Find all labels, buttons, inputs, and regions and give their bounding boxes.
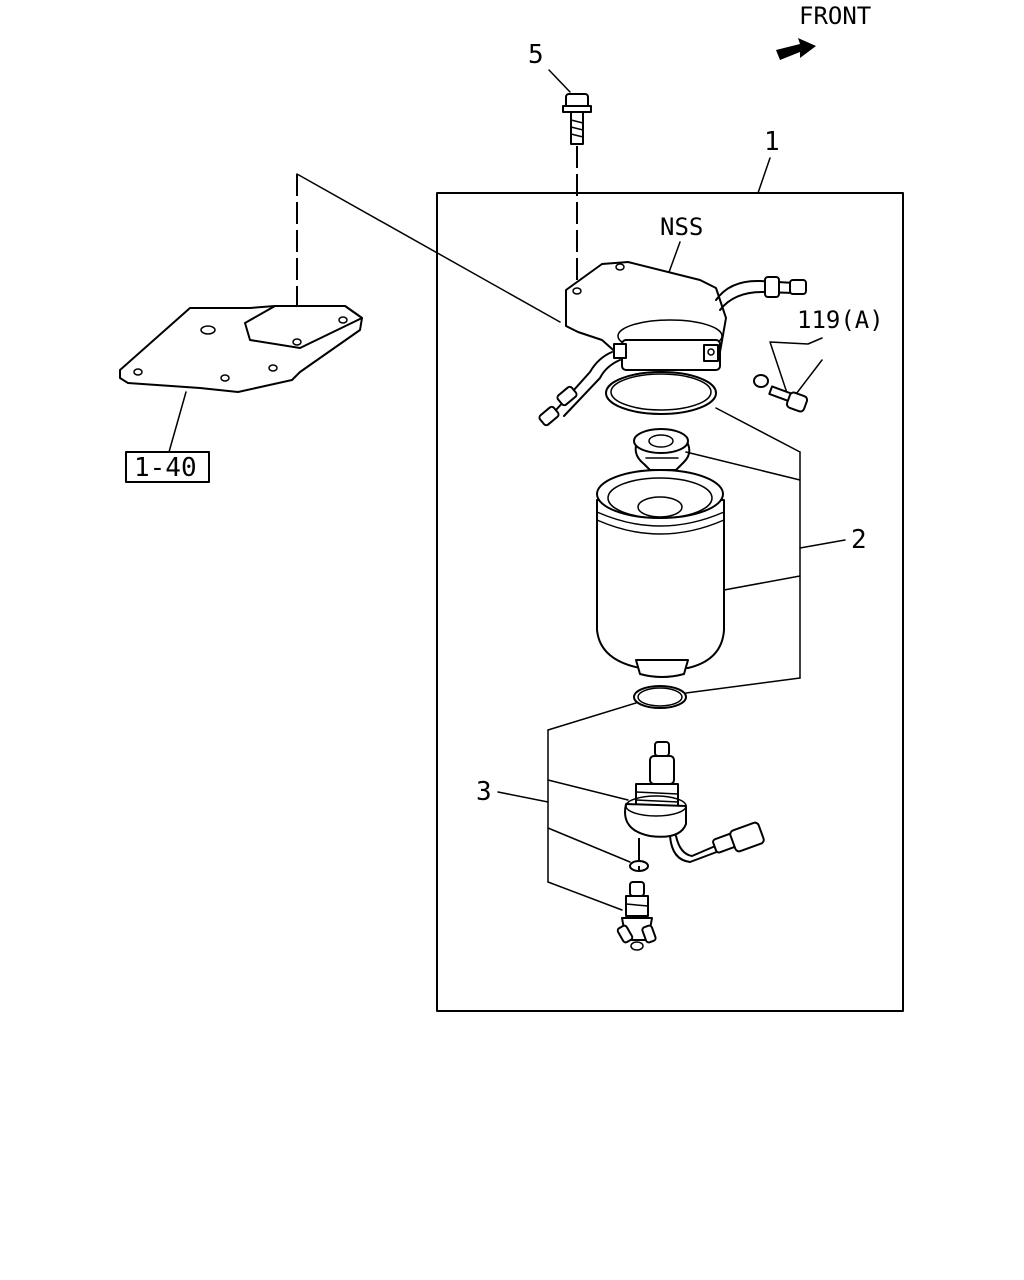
assembly-box bbox=[436, 192, 904, 1012]
outlet-pipe[interactable] bbox=[715, 276, 807, 311]
leader-119a bbox=[769, 337, 823, 403]
leader-nss bbox=[667, 241, 681, 276]
sensor-o-ring[interactable] bbox=[629, 860, 649, 872]
filter-element[interactable] bbox=[596, 469, 725, 678]
water-sensor[interactable] bbox=[624, 741, 687, 838]
filter-grommet[interactable] bbox=[633, 428, 691, 471]
filter-head[interactable] bbox=[565, 261, 727, 371]
bolt-part[interactable] bbox=[562, 93, 592, 145]
hardware-ref-label[interactable]: 119(A) bbox=[797, 306, 884, 334]
callout-2[interactable]: 2 bbox=[851, 525, 867, 555]
front-arrow-icon bbox=[776, 38, 816, 60]
callout-1[interactable]: 1 bbox=[764, 127, 780, 157]
large-o-ring[interactable] bbox=[605, 371, 717, 415]
leader-1-40 bbox=[168, 391, 187, 453]
bracket-ref-line bbox=[296, 173, 561, 323]
leader-3 bbox=[497, 791, 549, 803]
leader-2 bbox=[799, 539, 846, 549]
callout-3[interactable]: 3 bbox=[476, 777, 492, 807]
small-o-ring[interactable] bbox=[753, 374, 769, 388]
inlet-pipe[interactable] bbox=[538, 351, 621, 427]
bracket-ref-box[interactable] bbox=[125, 451, 210, 483]
drain-plug[interactable] bbox=[616, 881, 657, 951]
nss-label[interactable]: NSS bbox=[660, 213, 703, 241]
lower-o-ring[interactable] bbox=[633, 685, 687, 709]
mounting-bracket[interactable] bbox=[119, 305, 363, 393]
kit-3-bracket bbox=[547, 702, 637, 911]
kit-2-bracket bbox=[685, 407, 801, 694]
leader-5 bbox=[548, 69, 571, 93]
callout-5[interactable]: 5 bbox=[528, 40, 544, 70]
sensor-connector[interactable] bbox=[669, 821, 765, 863]
bracket-ref-label: 1-40 bbox=[134, 453, 197, 483]
leader-1 bbox=[757, 157, 771, 194]
front-label: FRONT bbox=[799, 2, 871, 30]
small-bolt[interactable] bbox=[768, 385, 809, 413]
